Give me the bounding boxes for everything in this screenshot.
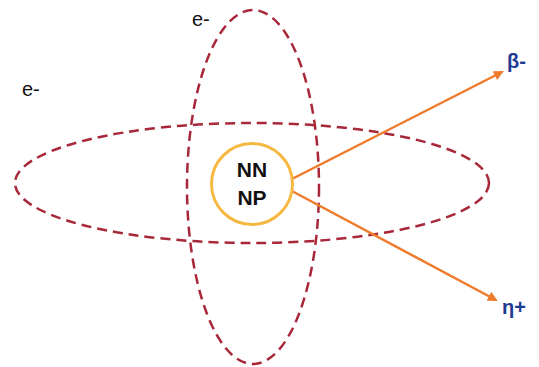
orbit-vertical [187,10,319,364]
nucleus-label: NN NP [237,156,267,213]
beta-arrow [290,72,502,180]
eta-label: η+ [500,296,528,318]
nucleus-circle: NN NP [210,142,294,226]
electron-label: e- [20,78,42,100]
orbit-horizontal [15,123,489,243]
eta-arrow [290,190,496,300]
electron-label: e- [190,8,212,30]
beta-label: β- [505,50,528,72]
